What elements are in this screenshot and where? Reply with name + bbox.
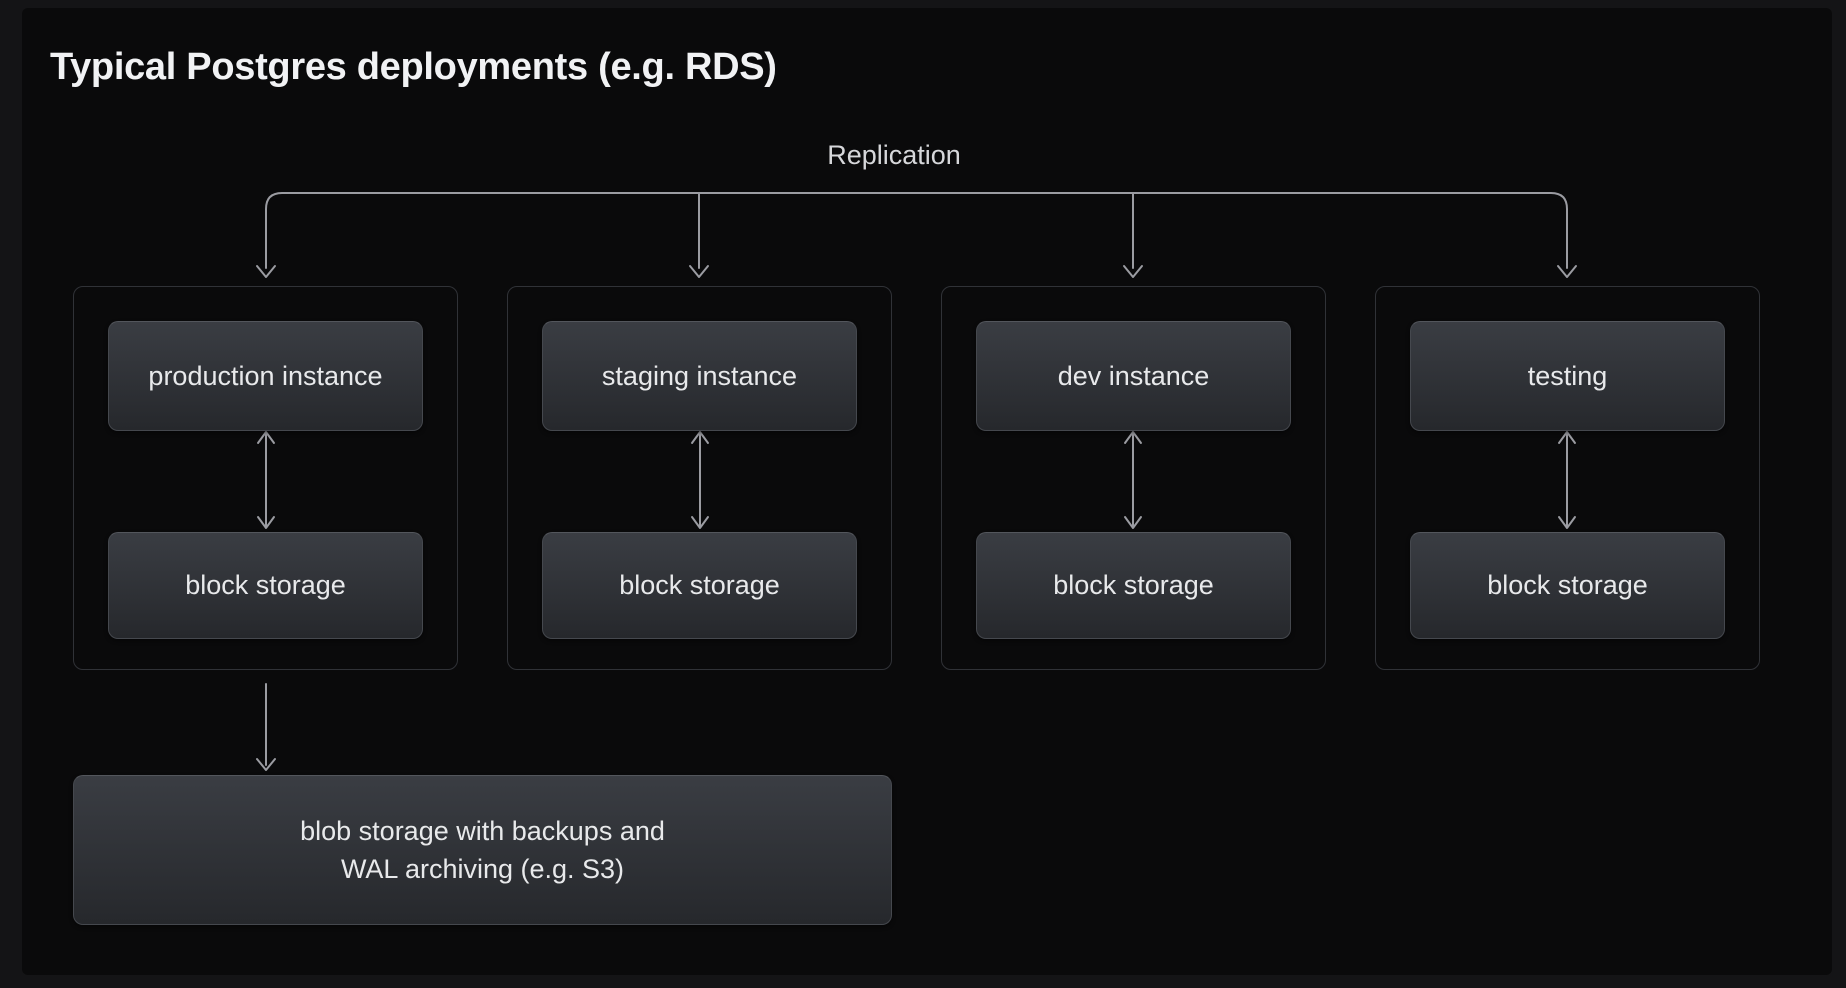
node-label: block storage bbox=[619, 570, 780, 600]
deployment-group-production: production instance block storage bbox=[73, 286, 458, 670]
deployment-group-dev: dev instance block storage bbox=[941, 286, 1326, 670]
node-staging-instance: staging instance bbox=[542, 321, 857, 431]
node-production-block-storage: block storage bbox=[108, 532, 423, 639]
node-label: block storage bbox=[1487, 570, 1648, 600]
node-testing-instance: testing bbox=[1410, 321, 1725, 431]
diagram-title: Typical Postgres deployments (e.g. RDS) bbox=[50, 46, 777, 88]
node-staging-block-storage: block storage bbox=[542, 532, 857, 639]
node-label: block storage bbox=[185, 570, 346, 600]
deployment-group-testing: testing block storage bbox=[1375, 286, 1760, 670]
deployment-group-staging: staging instance block storage bbox=[507, 286, 892, 670]
node-production-instance: production instance bbox=[108, 321, 423, 431]
node-dev-block-storage: block storage bbox=[976, 532, 1291, 639]
blob-storage-label-line2: WAL archiving (e.g. S3) bbox=[340, 854, 625, 884]
node-label: staging instance bbox=[601, 360, 798, 391]
node-label: production instance bbox=[148, 360, 383, 391]
node-label: testing bbox=[1527, 360, 1608, 391]
replication-label: Replication bbox=[827, 140, 961, 170]
node-label: block storage bbox=[1053, 570, 1214, 600]
node-dev-instance: dev instance bbox=[976, 321, 1291, 431]
node-label: dev instance bbox=[1057, 360, 1210, 391]
blob-storage-label-line1: blob storage with backups and bbox=[300, 816, 665, 846]
node-testing-block-storage: block storage bbox=[1410, 532, 1725, 639]
node-blob-storage: blob storage with backups and WAL archiv… bbox=[73, 775, 892, 925]
